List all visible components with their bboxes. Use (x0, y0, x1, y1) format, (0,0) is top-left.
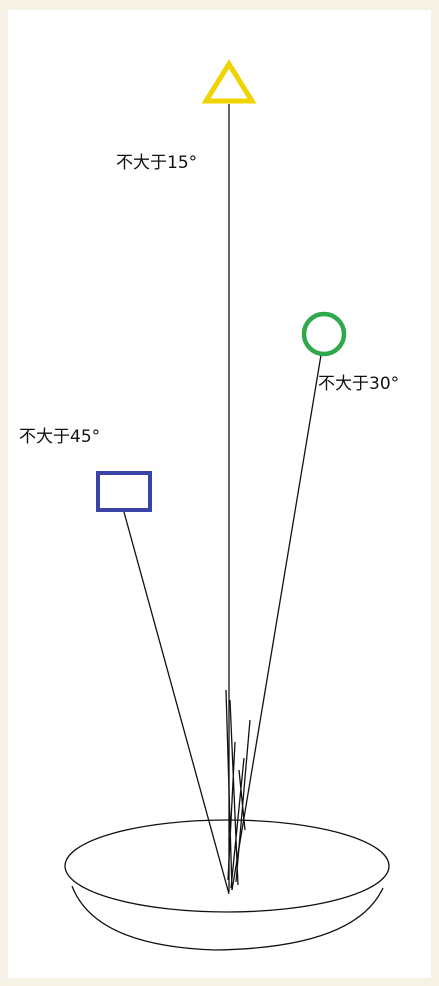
square-marker (96, 471, 152, 512)
stems (123, 104, 322, 895)
stem-left (123, 511, 230, 895)
diagram-canvas (8, 10, 431, 978)
circle-marker (301, 311, 347, 357)
triangle-marker (201, 59, 257, 104)
circle-angle-label: 不大于30° (318, 374, 399, 394)
bowl-rim (64, 819, 390, 913)
bowl (64, 819, 390, 951)
stem-cluster (225, 689, 251, 891)
stem-right (231, 354, 322, 891)
square-angle-label: 不大于45° (19, 427, 100, 447)
triangle-angle-label: 不大于15° (116, 153, 197, 173)
bowl-base (71, 885, 384, 951)
